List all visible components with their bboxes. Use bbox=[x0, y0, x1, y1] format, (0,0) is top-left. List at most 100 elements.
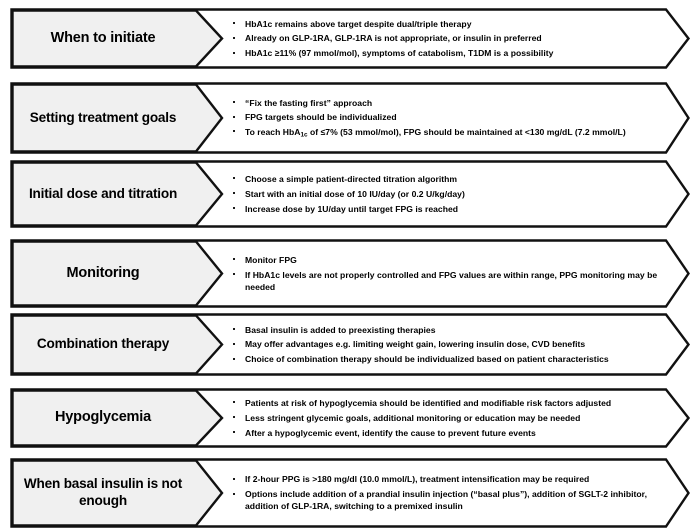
bullet-item: Choice of combination therapy should be … bbox=[232, 353, 660, 365]
row-label: When to initiate bbox=[50, 29, 156, 46]
bullet-dot-icon bbox=[233, 51, 235, 54]
bullet-list: HbA1c remains above target despite dual/… bbox=[232, 18, 660, 60]
bullet-text: If HbA1c levels are not properly control… bbox=[245, 269, 658, 292]
row-label: Combination therapy bbox=[36, 336, 170, 352]
bullet-text: Already on GLP-1RA, GLP-1RA is not appro… bbox=[245, 33, 542, 44]
row-bullets-cell: Basal insulin is added to preexisting th… bbox=[232, 313, 660, 376]
bullet-item: May offer advantages e.g. limiting weigh… bbox=[232, 338, 660, 350]
bullet-dot-icon bbox=[233, 36, 235, 39]
row-label: When basal insulin is not enough bbox=[23, 476, 183, 508]
bullet-text: If 2-hour PPG is >180 mg/dl (10.0 mmol/L… bbox=[245, 474, 590, 485]
bullet-list: Patients at risk of hypoglycemia should … bbox=[232, 397, 660, 439]
bullet-item: Options include addition of a prandial i… bbox=[232, 488, 660, 512]
row-bullets-cell: HbA1c remains above target despite dual/… bbox=[232, 8, 660, 69]
bullet-list: Monitor FPG If HbA1c levels are not prope… bbox=[232, 254, 660, 293]
bullet-text: Monitor FPG bbox=[245, 254, 297, 265]
bullet-item: Basal insulin is added to preexisting th… bbox=[232, 324, 660, 336]
bullet-text: To reach HbA1c of ≤7% (53 mmol/mol), FPG… bbox=[245, 127, 626, 139]
bullet-item: HbA1c ≥11% (97 mmol/mol), symptoms of ca… bbox=[232, 47, 660, 59]
bullet-item: Increase dose by 1U/day until target FPG… bbox=[232, 203, 660, 215]
bullet-dot-icon bbox=[233, 258, 235, 261]
row-content: When basal insulin is not enough If 2-hou… bbox=[10, 458, 690, 528]
bullet-text: Options include addition of a prandial i… bbox=[245, 489, 647, 512]
bullet-dot-icon bbox=[233, 416, 235, 419]
bullet-dot-icon bbox=[233, 477, 235, 480]
bullet-text: Choose a simple patient-directed titrati… bbox=[245, 174, 458, 185]
bullet-dot-icon bbox=[233, 431, 235, 434]
row-shape bbox=[10, 239, 690, 308]
row-label-cell: Combination therapy bbox=[10, 313, 198, 376]
bullet-text: “Fix the fasting first” approach bbox=[245, 97, 373, 108]
bullet-text: Less stringent glycemic goals, additiona… bbox=[245, 412, 581, 423]
bullet-dot-icon bbox=[233, 357, 235, 360]
bullet-dot-icon bbox=[233, 100, 235, 103]
row-bullets-cell: Choose a simple patient-directed titrati… bbox=[232, 160, 660, 228]
bullet-item: HbA1c remains above target despite dual/… bbox=[232, 18, 660, 30]
bullet-item: Choose a simple patient-directed titrati… bbox=[232, 173, 660, 185]
row-bullets-cell: Monitor FPG If HbA1c levels are not prope… bbox=[232, 239, 660, 308]
row-shape bbox=[10, 458, 690, 528]
diagram-row: Combination therapy Basal insulin is adde… bbox=[10, 313, 690, 376]
row-label-cell: Setting treatment goals bbox=[10, 82, 198, 154]
row-content: Setting treatment goals “Fix the fasting … bbox=[10, 82, 690, 154]
bullet-item: If HbA1c levels are not properly control… bbox=[232, 269, 660, 293]
row-label-chevron bbox=[11, 459, 224, 527]
bullet-item: FPG targets should be individualized bbox=[232, 111, 660, 123]
bullet-text: Increase dose by 1U/day until target FPG… bbox=[245, 203, 459, 214]
bullet-text: Basal insulin is added to preexisting th… bbox=[245, 324, 436, 335]
bullet-dot-icon bbox=[233, 492, 235, 495]
bullet-item: If 2-hour PPG is >180 mg/dl (10.0 mmol/L… bbox=[232, 473, 660, 485]
bullet-item: To reach HbA1c of ≤7% (53 mmol/mol), FPG… bbox=[232, 126, 660, 139]
diagram-row: When to initiate HbA1c remains above targ… bbox=[10, 8, 691, 69]
row-label-chevron bbox=[11, 83, 224, 153]
row-content: When to initiate HbA1c remains above targ… bbox=[10, 8, 690, 69]
row-label-chevron bbox=[11, 389, 224, 447]
row-label: Initial dose and titration bbox=[28, 185, 178, 201]
row-label-cell: Initial dose and titration bbox=[10, 160, 198, 228]
bullet-dot-icon bbox=[233, 21, 235, 24]
row-content: Hypoglycemia Patients at risk of hypoglyc… bbox=[10, 388, 690, 448]
row-shape bbox=[10, 8, 691, 69]
diagram-row: Monitoring Monitor FPG If HbA1c levels are… bbox=[10, 239, 690, 308]
row-shape bbox=[10, 388, 691, 448]
bullet-dot-icon bbox=[233, 192, 235, 195]
bullet-item: After a hypoglycemic event, identify the… bbox=[232, 427, 660, 439]
bullet-dot-icon bbox=[233, 115, 235, 118]
bullet-dot-icon bbox=[233, 207, 235, 210]
bullet-text: After a hypoglycemic event, identify the… bbox=[245, 427, 536, 438]
row-bullets-cell: Patients at risk of hypoglycemia should … bbox=[232, 388, 660, 448]
bullet-item: Less stringent glycemic goals, additiona… bbox=[232, 412, 660, 424]
bullet-dot-icon bbox=[233, 327, 235, 330]
bullet-text: Patients at risk of hypoglycemia should … bbox=[245, 398, 612, 409]
diagram-row: Initial dose and titration Choose a simpl… bbox=[10, 160, 690, 228]
bullet-dot-icon bbox=[233, 273, 235, 276]
row-label: Setting treatment goals bbox=[29, 109, 177, 125]
diagram-row: When basal insulin is not enough If 2-hou… bbox=[10, 458, 690, 528]
row-shape bbox=[10, 160, 690, 228]
row-label-cell: When to initiate bbox=[10, 8, 198, 69]
bullet-text: HbA1c ≥11% (97 mmol/mol), symptoms of ca… bbox=[245, 48, 554, 59]
bullet-item: Patients at risk of hypoglycemia should … bbox=[232, 397, 660, 409]
row-label-cell: When basal insulin is not enough bbox=[10, 458, 198, 528]
bullet-item: Already on GLP-1RA, GLP-1RA is not appro… bbox=[232, 32, 660, 44]
row-label-cell: Hypoglycemia bbox=[10, 388, 198, 448]
row-shape bbox=[10, 313, 690, 376]
row-shape bbox=[10, 82, 690, 154]
bullet-text: HbA1c remains above target despite dual/… bbox=[245, 18, 472, 29]
bullet-item: Monitor FPG bbox=[232, 254, 660, 266]
diagram-row: Setting treatment goals “Fix the fasting … bbox=[10, 82, 690, 154]
bullet-text: May offer advantages e.g. limiting weigh… bbox=[245, 339, 586, 350]
diagram-row: Hypoglycemia Patients at risk of hypoglyc… bbox=[10, 388, 691, 448]
row-content: Initial dose and titration Choose a simpl… bbox=[10, 160, 690, 228]
bullet-item: “Fix the fasting first” approach bbox=[232, 97, 660, 109]
row-label: Monitoring bbox=[66, 264, 140, 281]
row-label: Hypoglycemia bbox=[55, 409, 151, 426]
row-label-chevron bbox=[11, 240, 224, 307]
bullet-list: Choose a simple patient-directed titrati… bbox=[232, 173, 660, 215]
bullet-item: Start with an initial dose of 10 IU/day … bbox=[232, 188, 660, 200]
bullet-text: Choice of combination therapy should be … bbox=[245, 354, 609, 365]
bullet-dot-icon bbox=[233, 177, 235, 180]
